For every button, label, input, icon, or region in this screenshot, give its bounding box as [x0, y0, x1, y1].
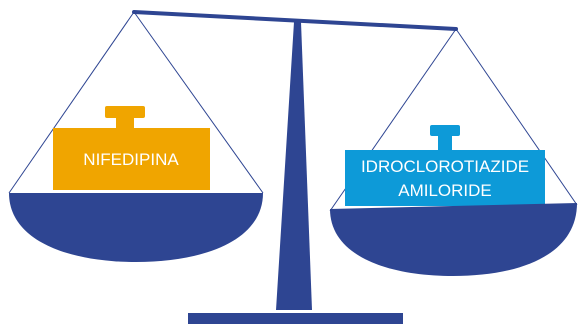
left-weight-body [53, 128, 210, 190]
left-pan-string [133, 11, 264, 194]
left-weight: NIFEDIPINA [53, 106, 210, 190]
right-weight: IDROCLOROTIAZIDE AMILORIDE [345, 125, 545, 206]
left-weight-handle [105, 106, 145, 118]
left-pan-string [8, 11, 135, 194]
right-pan-string [455, 28, 578, 206]
scale-post [276, 22, 312, 310]
right-weight-neck [438, 134, 452, 150]
right-weight-label-line1: IDROCLOROTIAZIDE [361, 157, 529, 176]
left-weight-neck [116, 116, 134, 128]
left-weight-label: NIFEDIPINA [83, 150, 179, 169]
left-pan [9, 193, 263, 262]
right-pan [330, 203, 577, 276]
right-weight-label-line2: AMILORIDE [398, 181, 492, 200]
right-weight-handle [430, 125, 460, 136]
scale-base [188, 313, 403, 324]
right-weight-body [345, 150, 545, 206]
scale-beam [132, 10, 458, 31]
